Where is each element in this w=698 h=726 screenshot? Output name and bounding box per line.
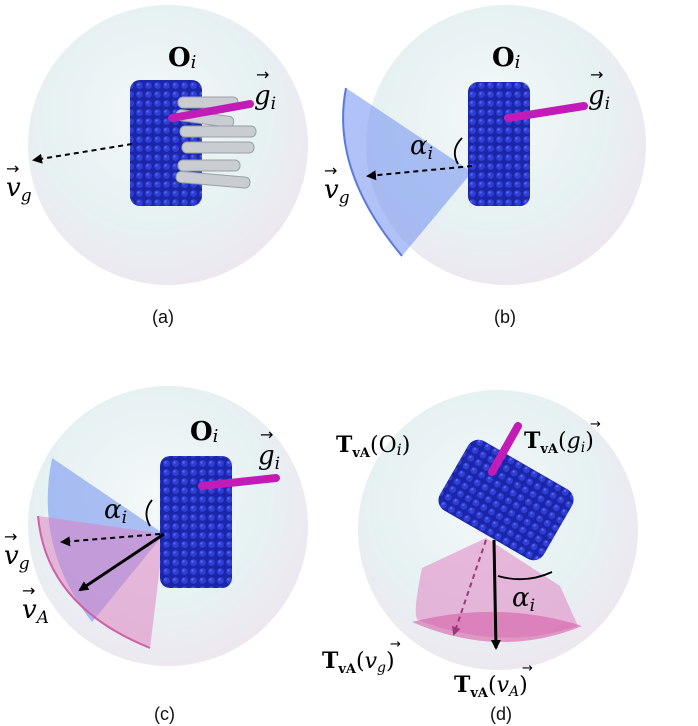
approach-arrow — [78, 532, 165, 592]
grasp-label-arrow: → — [256, 65, 269, 84]
gravity-arrow — [60, 533, 161, 547]
grasp-label: gi — [588, 81, 610, 114]
transformed-gravity-arrow: → — [390, 637, 401, 652]
grasp-label-arrow: → — [590, 65, 603, 84]
panel-c: Oi gi → αi vg → vA → (c) — [4, 386, 308, 724]
gravity-label-arrow: → — [324, 161, 337, 180]
transformed-approach-arrow: → — [522, 661, 533, 676]
grasp-vector — [488, 422, 522, 476]
friction-cone-rim — [342, 87, 403, 257]
grasp-vector — [198, 474, 280, 490]
grasp-vector — [504, 102, 588, 122]
gravity-label: vg — [324, 175, 350, 208]
grasp-label: gi — [258, 441, 280, 474]
gravity-label-arrow: → — [6, 159, 19, 178]
gravity-label: vg — [6, 173, 32, 206]
angle-arc — [453, 137, 463, 165]
caption-c: (c) — [154, 704, 175, 724]
object-label: Oi — [190, 417, 218, 447]
gravity-arrow — [32, 143, 133, 164]
transformed-grasp-arrow: → — [590, 417, 601, 432]
gravity-label: vg — [4, 541, 30, 574]
transformed-gravity-label: TvA(vg) — [322, 648, 395, 677]
panel-d: TvA(Oi) TvA(gi) → αi TvA(vg) → TvA(vA) →… — [322, 390, 638, 724]
gravity-label-arrow: → — [4, 527, 17, 546]
approach-label: vA — [22, 595, 49, 628]
angle-label: αi — [104, 495, 127, 528]
caption-a: (a) — [152, 307, 174, 327]
angle-label: αi — [410, 131, 433, 164]
angle-arc — [145, 499, 153, 527]
angle-label: αi — [512, 583, 535, 616]
grasp-label-arrow: → — [260, 425, 273, 444]
approach-cone-rim — [37, 515, 151, 649]
caption-d: (d) — [490, 704, 512, 724]
panel-a: Oi gi → vg → (a) — [6, 5, 308, 327]
transformed-approach-label: TvA(vA) — [454, 672, 528, 701]
panel-b: Oi gi → αi vg → (b) — [324, 5, 646, 327]
gripper-samples — [175, 96, 257, 189]
gravity-arrow — [451, 539, 487, 636]
angle-arc — [497, 571, 553, 581]
approach-arrow — [490, 539, 501, 650]
caption-b: (b) — [494, 307, 516, 327]
object-point-cloud — [468, 82, 530, 206]
object-label: Oi — [168, 43, 196, 73]
grasp-label: gi — [254, 81, 276, 114]
object-point-cloud — [438, 439, 574, 561]
object-point-cloud — [160, 456, 232, 588]
approach-cone — [415, 538, 578, 638]
transformed-grasp-label: TvA(gi) — [524, 428, 594, 457]
object-label: Oi — [492, 43, 520, 73]
approach-cone — [38, 516, 164, 648]
transformed-object-label: TvA(Oi) — [336, 432, 410, 461]
grasp-vector — [168, 100, 254, 122]
approach-label-arrow: → — [22, 581, 35, 600]
